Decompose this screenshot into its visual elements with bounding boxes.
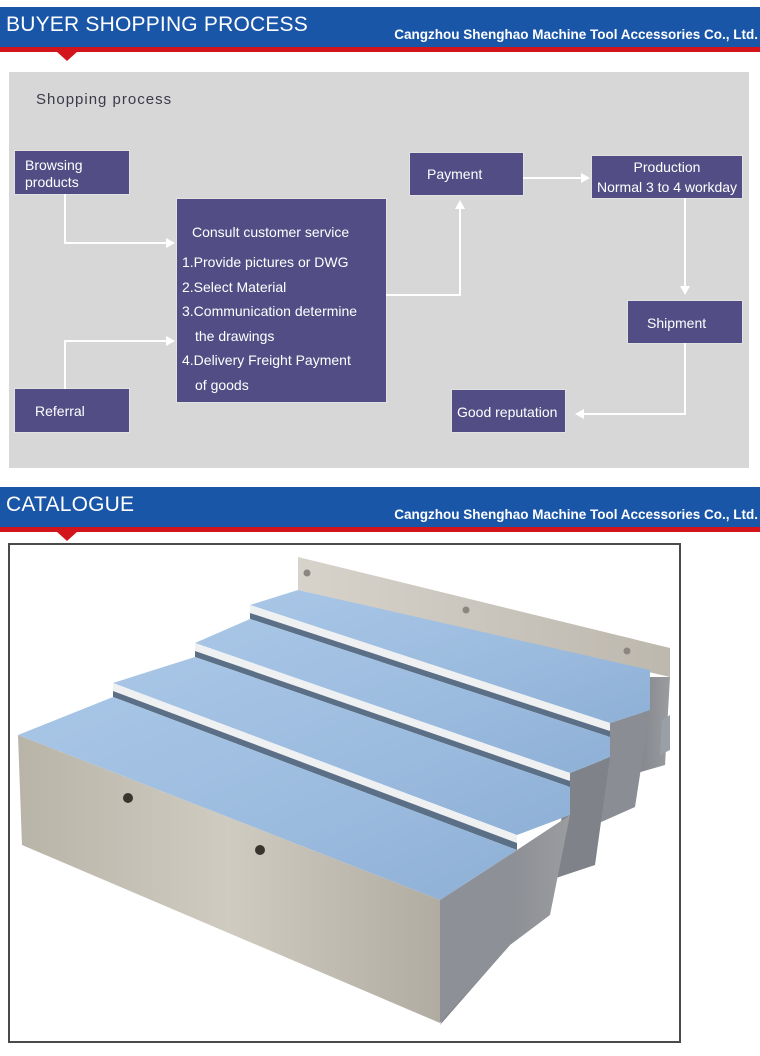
connector-line — [64, 340, 168, 342]
consult-heading: Consult customer service — [192, 224, 350, 240]
arrow-down-icon — [680, 286, 690, 295]
connector-line — [64, 340, 66, 389]
node-browsing-products: Browsing products — [15, 151, 129, 194]
header-notch-icon — [56, 51, 78, 61]
node-label: Browsing — [25, 157, 83, 173]
arrow-up-icon — [455, 200, 465, 209]
connector-line — [684, 343, 686, 415]
section-header-catalogue: CATALOGUE Cangzhou Shenghao Machine Tool… — [0, 487, 760, 541]
node-payment: Payment — [410, 153, 523, 195]
consult-item: of goods — [195, 377, 249, 393]
node-label: Payment — [427, 166, 483, 182]
arrow-left-icon — [575, 409, 584, 419]
telescopic-cover-icon — [18, 557, 670, 1025]
catalogue-product-image — [8, 543, 681, 1043]
section-title: CATALOGUE — [6, 493, 135, 516]
header-bar — [0, 487, 760, 527]
node-label: Production — [633, 159, 701, 175]
node-shipment: Shipment — [628, 301, 742, 343]
header-notch-icon — [56, 531, 78, 541]
header-bar — [0, 7, 760, 47]
consult-item: 2.Select Material — [182, 279, 287, 295]
arrow-right-icon — [166, 238, 175, 248]
header-red-line — [0, 47, 760, 52]
connector-line — [584, 413, 686, 415]
connector-line — [523, 177, 583, 179]
consult-item: 3.Communication determine — [182, 303, 358, 319]
arrow-right-icon — [166, 336, 175, 346]
consult-item: 4.Delivery Freight Payment — [182, 352, 351, 368]
connector-line — [386, 294, 460, 296]
node-label: Referral — [35, 403, 85, 419]
consult-item: the drawings — [195, 328, 275, 344]
node-consult-customer-service: Consult customer service 1.Provide pictu… — [177, 199, 386, 402]
company-name: Cangzhou Shenghao Machine Tool Accessori… — [394, 507, 758, 522]
node-good-reputation: Good reputation — [452, 390, 565, 432]
node-production: Production Normal 3 to 4 workday — [592, 156, 742, 198]
node-label: products — [25, 174, 79, 190]
section-title: BUYER SHOPPING PROCESS — [6, 13, 308, 36]
consult-item: 1.Provide pictures or DWG — [182, 254, 349, 270]
connector-line — [64, 242, 168, 244]
header-red-line — [0, 527, 760, 532]
connector-line — [684, 198, 686, 288]
company-name: Cangzhou Shenghao Machine Tool Accessori… — [394, 27, 758, 42]
node-referral: Referral — [15, 389, 129, 432]
arrow-right-icon — [581, 173, 590, 183]
connector-line — [64, 194, 66, 244]
connector-line — [459, 208, 461, 296]
node-label: Good reputation — [457, 404, 558, 420]
process-title: Shopping process — [36, 91, 173, 108]
node-label: Shipment — [647, 315, 707, 331]
node-label: Normal 3 to 4 workday — [596, 179, 738, 195]
shopping-process-diagram: Shopping process Browsing products Refer… — [9, 72, 749, 468]
section-header-shopping-process: BUYER SHOPPING PROCESS Cangzhou Shenghao… — [0, 7, 760, 61]
